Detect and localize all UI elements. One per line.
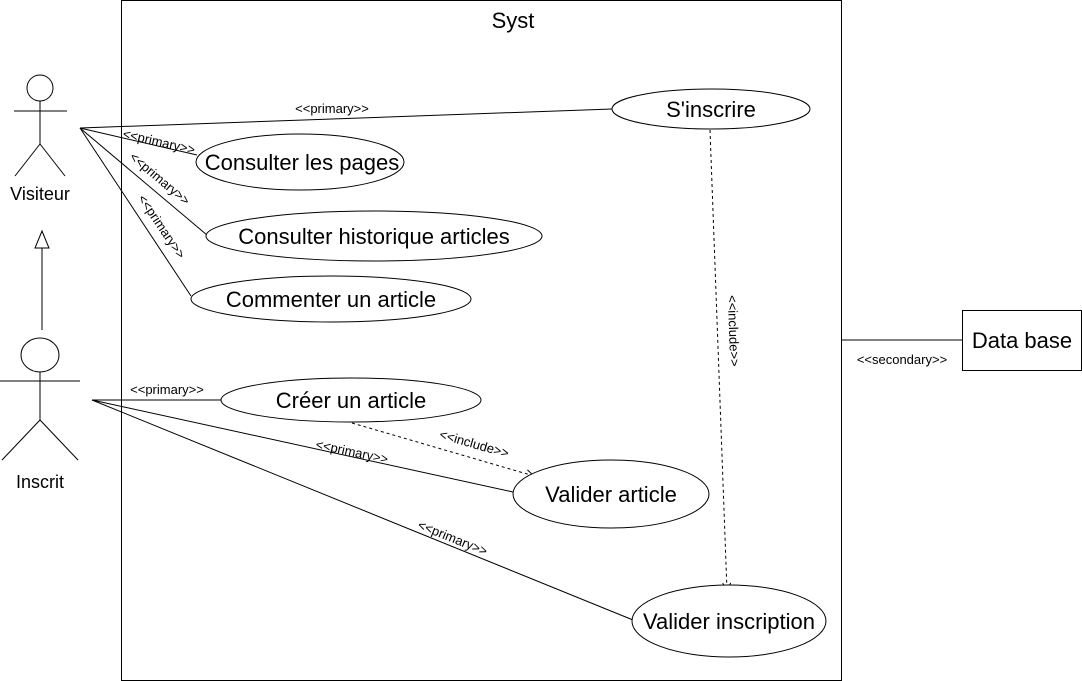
external-database[interactable]: Data base	[962, 310, 1082, 371]
include-sinscrire-validerinscription	[709, 129, 727, 591]
usecase-creer-article[interactable]: Créer un article	[220, 377, 482, 423]
usecase-valider-article-label: Valider article	[545, 482, 677, 507]
stereotype-include-valider-inscription: <<include>>	[725, 295, 742, 367]
actor-visiteur[interactable]: Visiteur	[10, 74, 70, 204]
inscrit-associations	[91, 399, 634, 621]
system-title: Syst	[492, 8, 535, 33]
visiteur-associations	[79, 108, 613, 297]
usecase-valider-article[interactable]: Valider article	[512, 459, 710, 529]
actor-visiteur-label: Visiteur	[10, 184, 70, 204]
usecase-sinscrire-label: S'inscrire	[666, 97, 756, 122]
include-creer-valider	[351, 422, 534, 476]
actor-inscrit-label: Inscrit	[16, 472, 64, 492]
usecase-consulter-pages[interactable]: Consulter les pages	[195, 133, 405, 191]
usecase-consulter-historique[interactable]: Consulter historique articles	[205, 210, 543, 262]
stereotype-primary-sinscrire: <<primary>>	[295, 101, 369, 116]
usecase-commenter-label: Commenter un article	[226, 287, 436, 312]
usecase-valider-inscription-label: Valider inscription	[643, 609, 815, 634]
usecase-valider-inscription[interactable]: Valider inscription	[631, 584, 827, 658]
stereotype-primary-valider-inscription: <<primary>>	[416, 517, 490, 559]
usecase-consulter-pages-label: Consulter les pages	[205, 150, 399, 175]
external-database-label: Data base	[972, 328, 1072, 353]
stereotype-include-valider-article: <<include>>	[438, 427, 511, 461]
usecase-sinscrire[interactable]: S'inscrire	[611, 88, 811, 130]
actor-inscrit[interactable]: Inscrit	[0, 337, 80, 492]
usecase-commenter[interactable]: Commenter un article	[190, 275, 472, 323]
stereotype-secondary: <<secondary>>	[857, 352, 947, 367]
generalization-arrow	[34, 229, 50, 330]
usecase-consulter-historique-label: Consulter historique articles	[238, 224, 509, 249]
usecase-creer-article-label: Créer un article	[276, 388, 426, 413]
stereotype-primary-creer-article: <<primary>>	[130, 382, 204, 397]
stereotype-primary-valider-article: <<primary>>	[314, 437, 389, 467]
